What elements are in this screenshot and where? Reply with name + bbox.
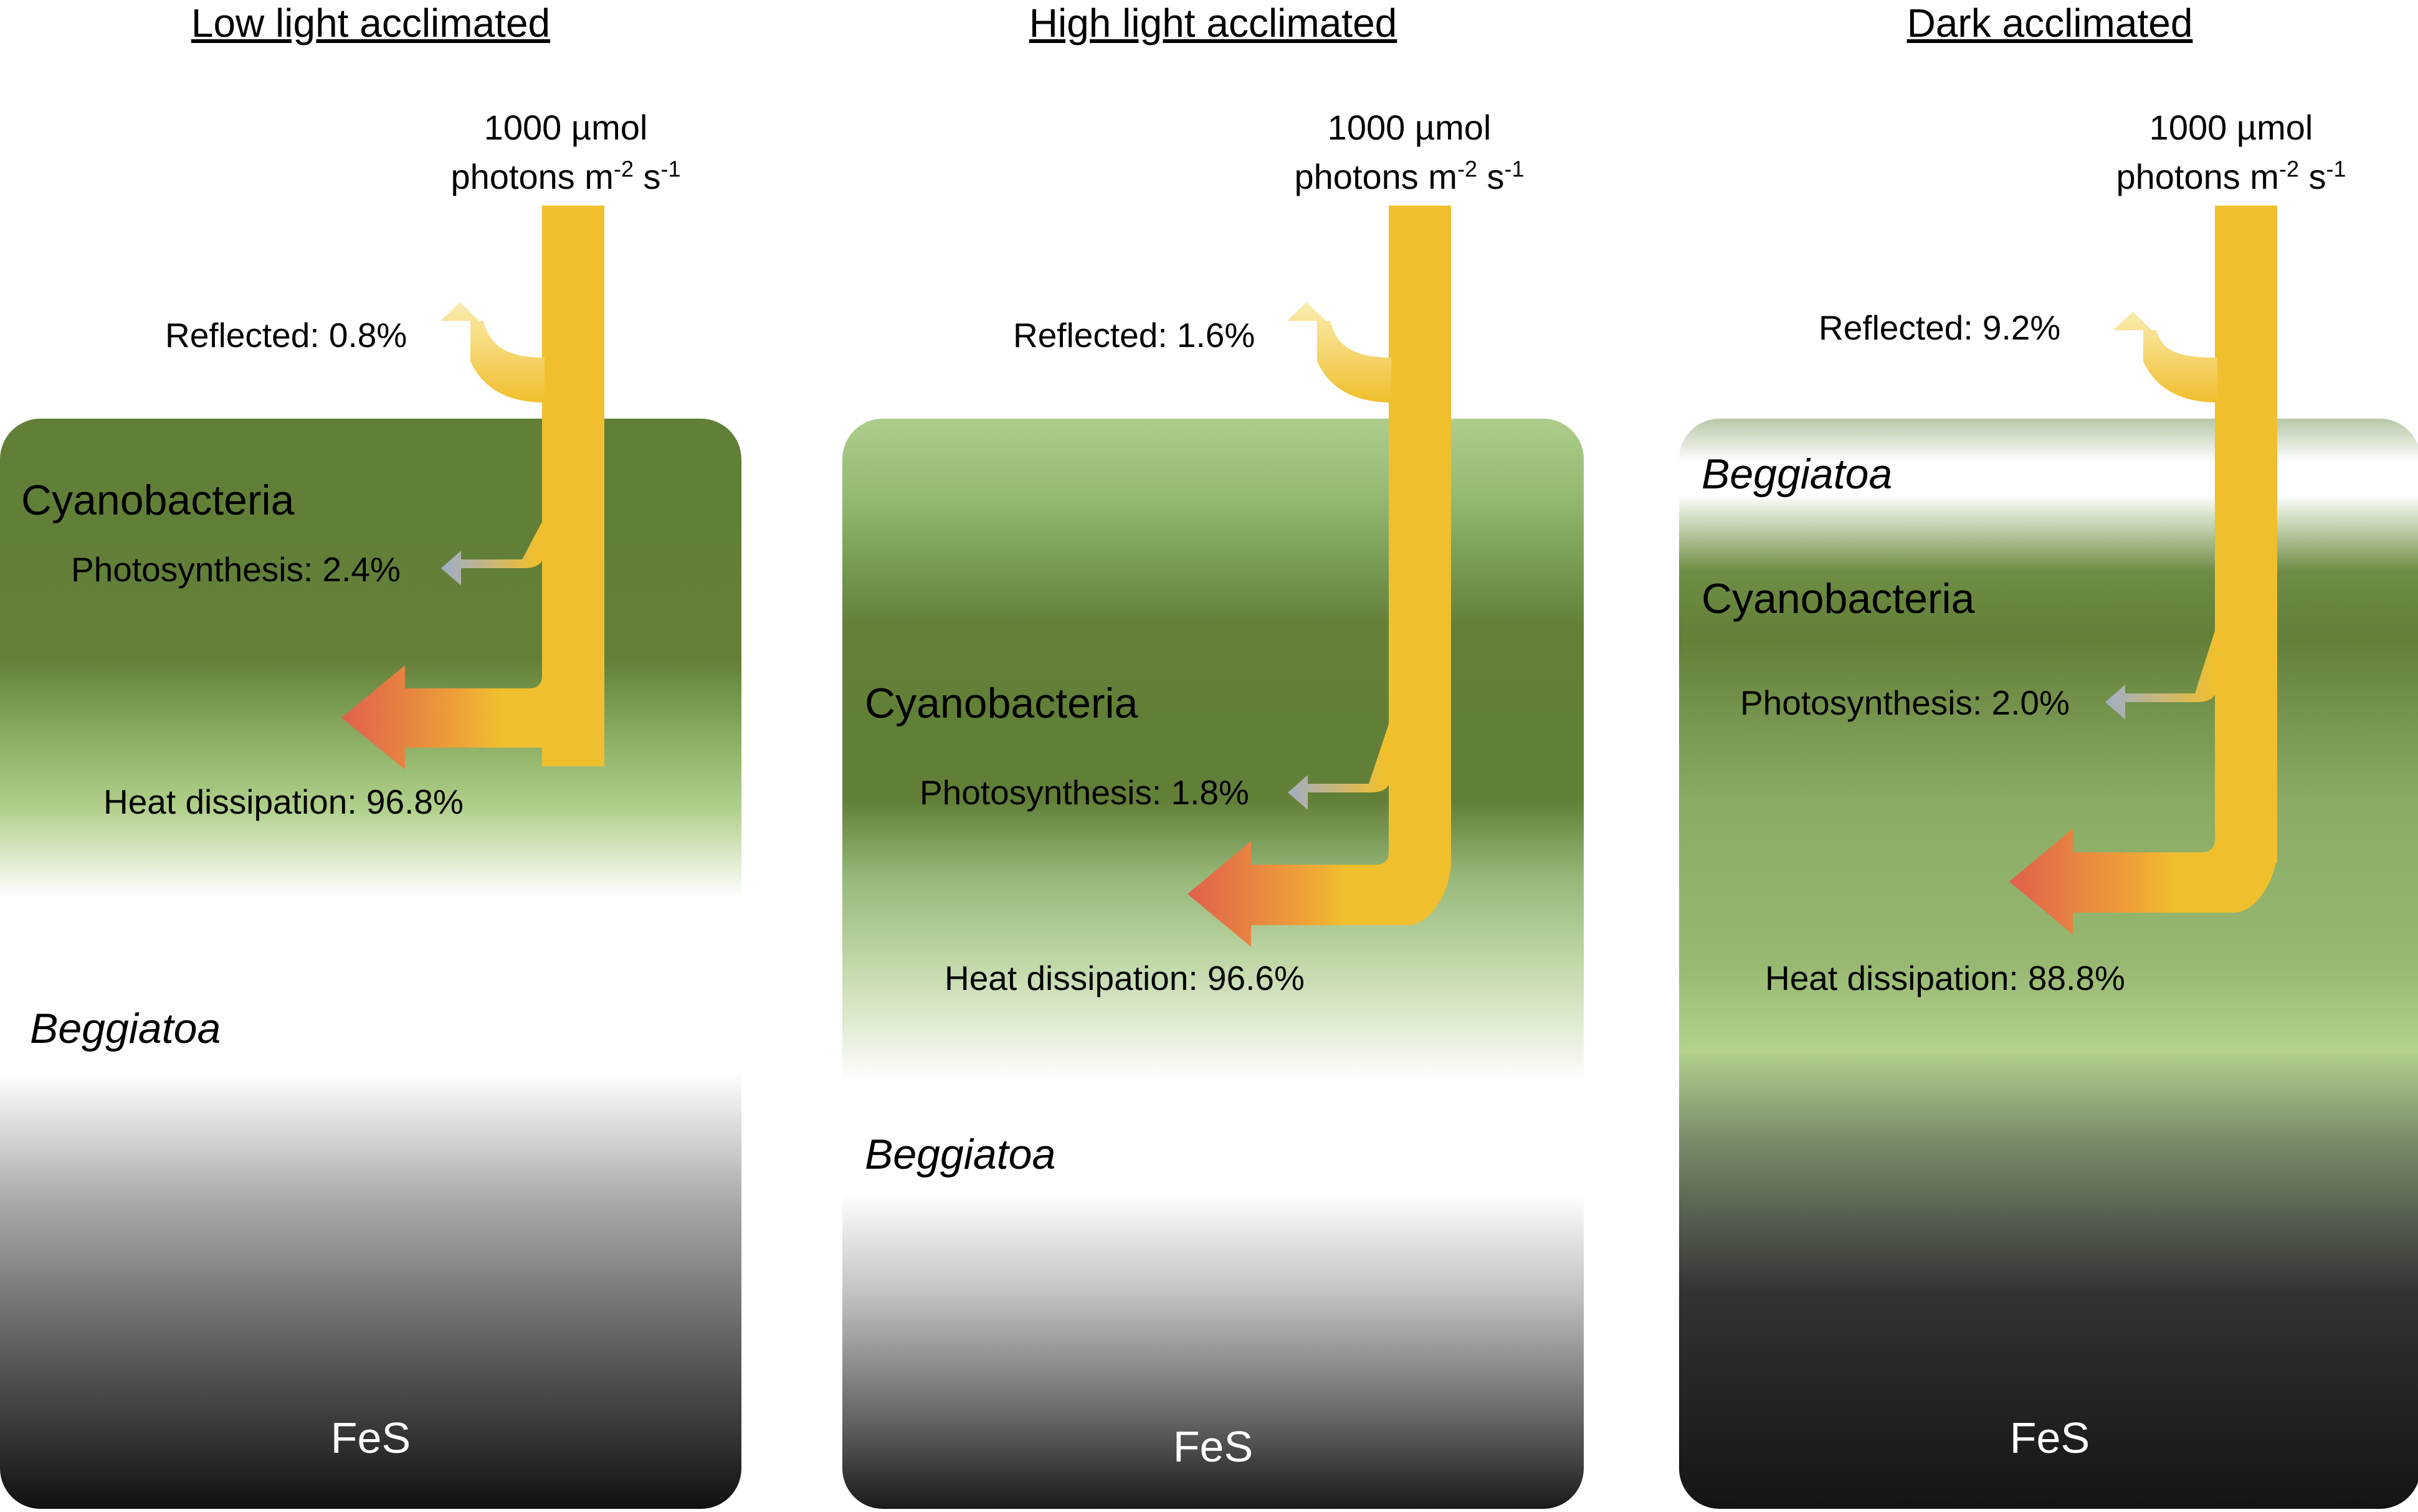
heat-dissipation-label: Heat dissipation: 96.6% bbox=[945, 959, 1305, 997]
incident-light-stem bbox=[2215, 206, 2277, 863]
incident-light-label: 1000 µmol photons m-2 s-1 bbox=[2100, 107, 2362, 197]
light-flow-diagram bbox=[341, 206, 604, 769]
photosynthesis-label: Photosynthesis: 1.8% bbox=[920, 773, 1249, 812]
reflected-flow bbox=[1287, 302, 1391, 416]
reflected-flow bbox=[2113, 311, 2217, 416]
photosynthesis-flow bbox=[441, 517, 545, 586]
incident-light-label: 1000 µmol photons m-2 s-1 bbox=[435, 107, 697, 197]
light-value: 1000 µmol bbox=[483, 108, 648, 147]
panel-high-light: High light acclimated 1000 µmol photons … bbox=[842, 0, 1615, 1512]
panel-title: Dark acclimated bbox=[1906, 1, 2193, 45]
panel-dark: Dark acclimated 1000 µmol photons m-2 s-… bbox=[1679, 0, 2418, 1512]
reflected-label: Reflected: 1.6% bbox=[1013, 316, 1255, 354]
light-flow-diagram bbox=[1188, 206, 1451, 947]
cyanobacteria-label: Cyanobacteria bbox=[865, 680, 1138, 727]
light-unit: photons m-2 s-1 bbox=[450, 156, 681, 196]
reflected-flow bbox=[440, 302, 545, 416]
light-unit: photons m-2 s-1 bbox=[2116, 156, 2346, 196]
mat-profile bbox=[842, 419, 1584, 1509]
incident-light-stem bbox=[1389, 206, 1451, 863]
photosynthesis-flow bbox=[1288, 716, 1391, 810]
photosynthesis-label: Photosynthesis: 2.0% bbox=[1740, 683, 2070, 722]
heat-dissipation-flow bbox=[341, 654, 604, 769]
beggiatoa-label: Beggiatoa bbox=[1702, 450, 1893, 498]
light-flow-diagram bbox=[2009, 206, 2277, 934]
panel-low-light: Low light acclimated 1000 µmol photons m… bbox=[0, 0, 773, 1512]
reflected-label: Reflected: 0.8% bbox=[165, 316, 407, 354]
mat-profile bbox=[1679, 419, 2418, 1509]
heat-dissipation-flow bbox=[1188, 797, 1451, 947]
incident-light-label: 1000 µmol photons m-2 s-1 bbox=[1278, 107, 1540, 197]
photosynthesis-flow bbox=[2105, 623, 2217, 720]
light-value: 1000 µmol bbox=[2149, 108, 2313, 147]
cyanobacteria-label: Cyanobacteria bbox=[1702, 575, 1975, 622]
cyanobacteria-label: Cyanobacteria bbox=[21, 477, 295, 524]
beggiatoa-label: Beggiatoa bbox=[30, 1005, 221, 1052]
fes-label: FeS bbox=[1173, 1422, 1254, 1471]
mat-profile bbox=[0, 419, 741, 1509]
light-value: 1000 µmol bbox=[1327, 108, 1492, 147]
beggiatoa-label: Beggiatoa bbox=[865, 1131, 1056, 1178]
photosynthesis-label: Photosynthesis: 2.4% bbox=[71, 550, 401, 589]
fes-label: FeS bbox=[2009, 1414, 2090, 1462]
heat-dissipation-label: Heat dissipation: 88.8% bbox=[1765, 959, 2125, 997]
light-unit: photons m-2 s-1 bbox=[1294, 156, 1525, 196]
heat-dissipation-flow bbox=[2009, 797, 2277, 934]
panel-title: High light acclimated bbox=[1029, 1, 1397, 45]
reflected-label: Reflected: 9.2% bbox=[1819, 308, 2061, 347]
panel-title: Low light acclimated bbox=[191, 1, 551, 45]
fes-label: FeS bbox=[330, 1414, 411, 1462]
heat-dissipation-label: Heat dissipation: 96.8% bbox=[103, 782, 464, 821]
